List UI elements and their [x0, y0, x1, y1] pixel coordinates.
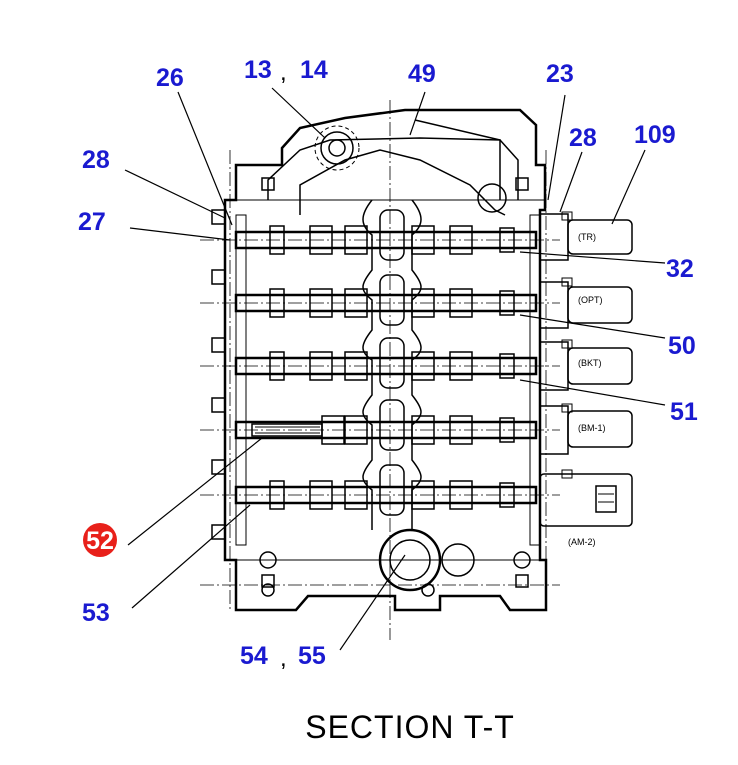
- spool-row-4: [234, 415, 538, 445]
- solenoid-bkt: [539, 339, 633, 391]
- callout-50: 50: [668, 332, 696, 360]
- callout-53: 53: [82, 599, 110, 627]
- top-plugs: [314, 119, 507, 213]
- solenoid-tag-am2: (AM-2): [568, 537, 596, 547]
- callout-55: 55: [298, 642, 326, 670]
- solenoid-tr: [539, 211, 633, 261]
- callout-28-right: 28: [569, 124, 597, 152]
- callout-14: 14: [300, 56, 328, 84]
- solenoid-tag-bkt: (BKT): [578, 358, 602, 368]
- callout-separator: ,: [280, 59, 287, 86]
- leader-lines: [124, 87, 666, 651]
- callout-109: 109: [634, 121, 676, 149]
- callout-separator: ,: [280, 645, 287, 672]
- solenoid-tag-bm1: (BM-1): [578, 423, 606, 433]
- callout-13: 13: [244, 56, 272, 84]
- callout-28-left: 28: [82, 146, 110, 174]
- central-passage: [362, 199, 422, 530]
- callout-32: 32: [666, 255, 694, 283]
- callout-labels: 26 13 , 14 49 23 28 28 109 27 32 50 51 5…: [78, 56, 698, 672]
- callout-54: 54: [240, 642, 268, 670]
- valve-body: [223, 108, 548, 612]
- solenoid-tag-tr: (TR): [578, 232, 596, 242]
- solenoid-bm1: [539, 403, 633, 455]
- callout-51: 51: [670, 398, 698, 426]
- highlighted-callout-52[interactable]: 52: [83, 523, 117, 557]
- section-title: SECTION T-T: [305, 709, 515, 745]
- callout-27: 27: [78, 208, 106, 236]
- callout-49: 49: [408, 60, 436, 88]
- callout-26: 26: [156, 64, 184, 92]
- callout-52: 52: [86, 527, 114, 555]
- bottom-plugs: [259, 528, 531, 597]
- callout-23: 23: [546, 60, 574, 88]
- spool-row-2: [234, 288, 538, 318]
- spool-row-5: [234, 480, 538, 510]
- solenoid-am2: [539, 469, 633, 527]
- solenoid-group: (TR) (OPT) (BKT) (BM-1) (AM-2): [539, 211, 633, 547]
- highlight-marker: [83, 523, 117, 557]
- solenoid-opt: [539, 277, 633, 329]
- solenoid-tag-opt: (OPT): [578, 295, 603, 305]
- left-cap-bolts: [211, 177, 529, 588]
- spool-row-1: [234, 225, 538, 255]
